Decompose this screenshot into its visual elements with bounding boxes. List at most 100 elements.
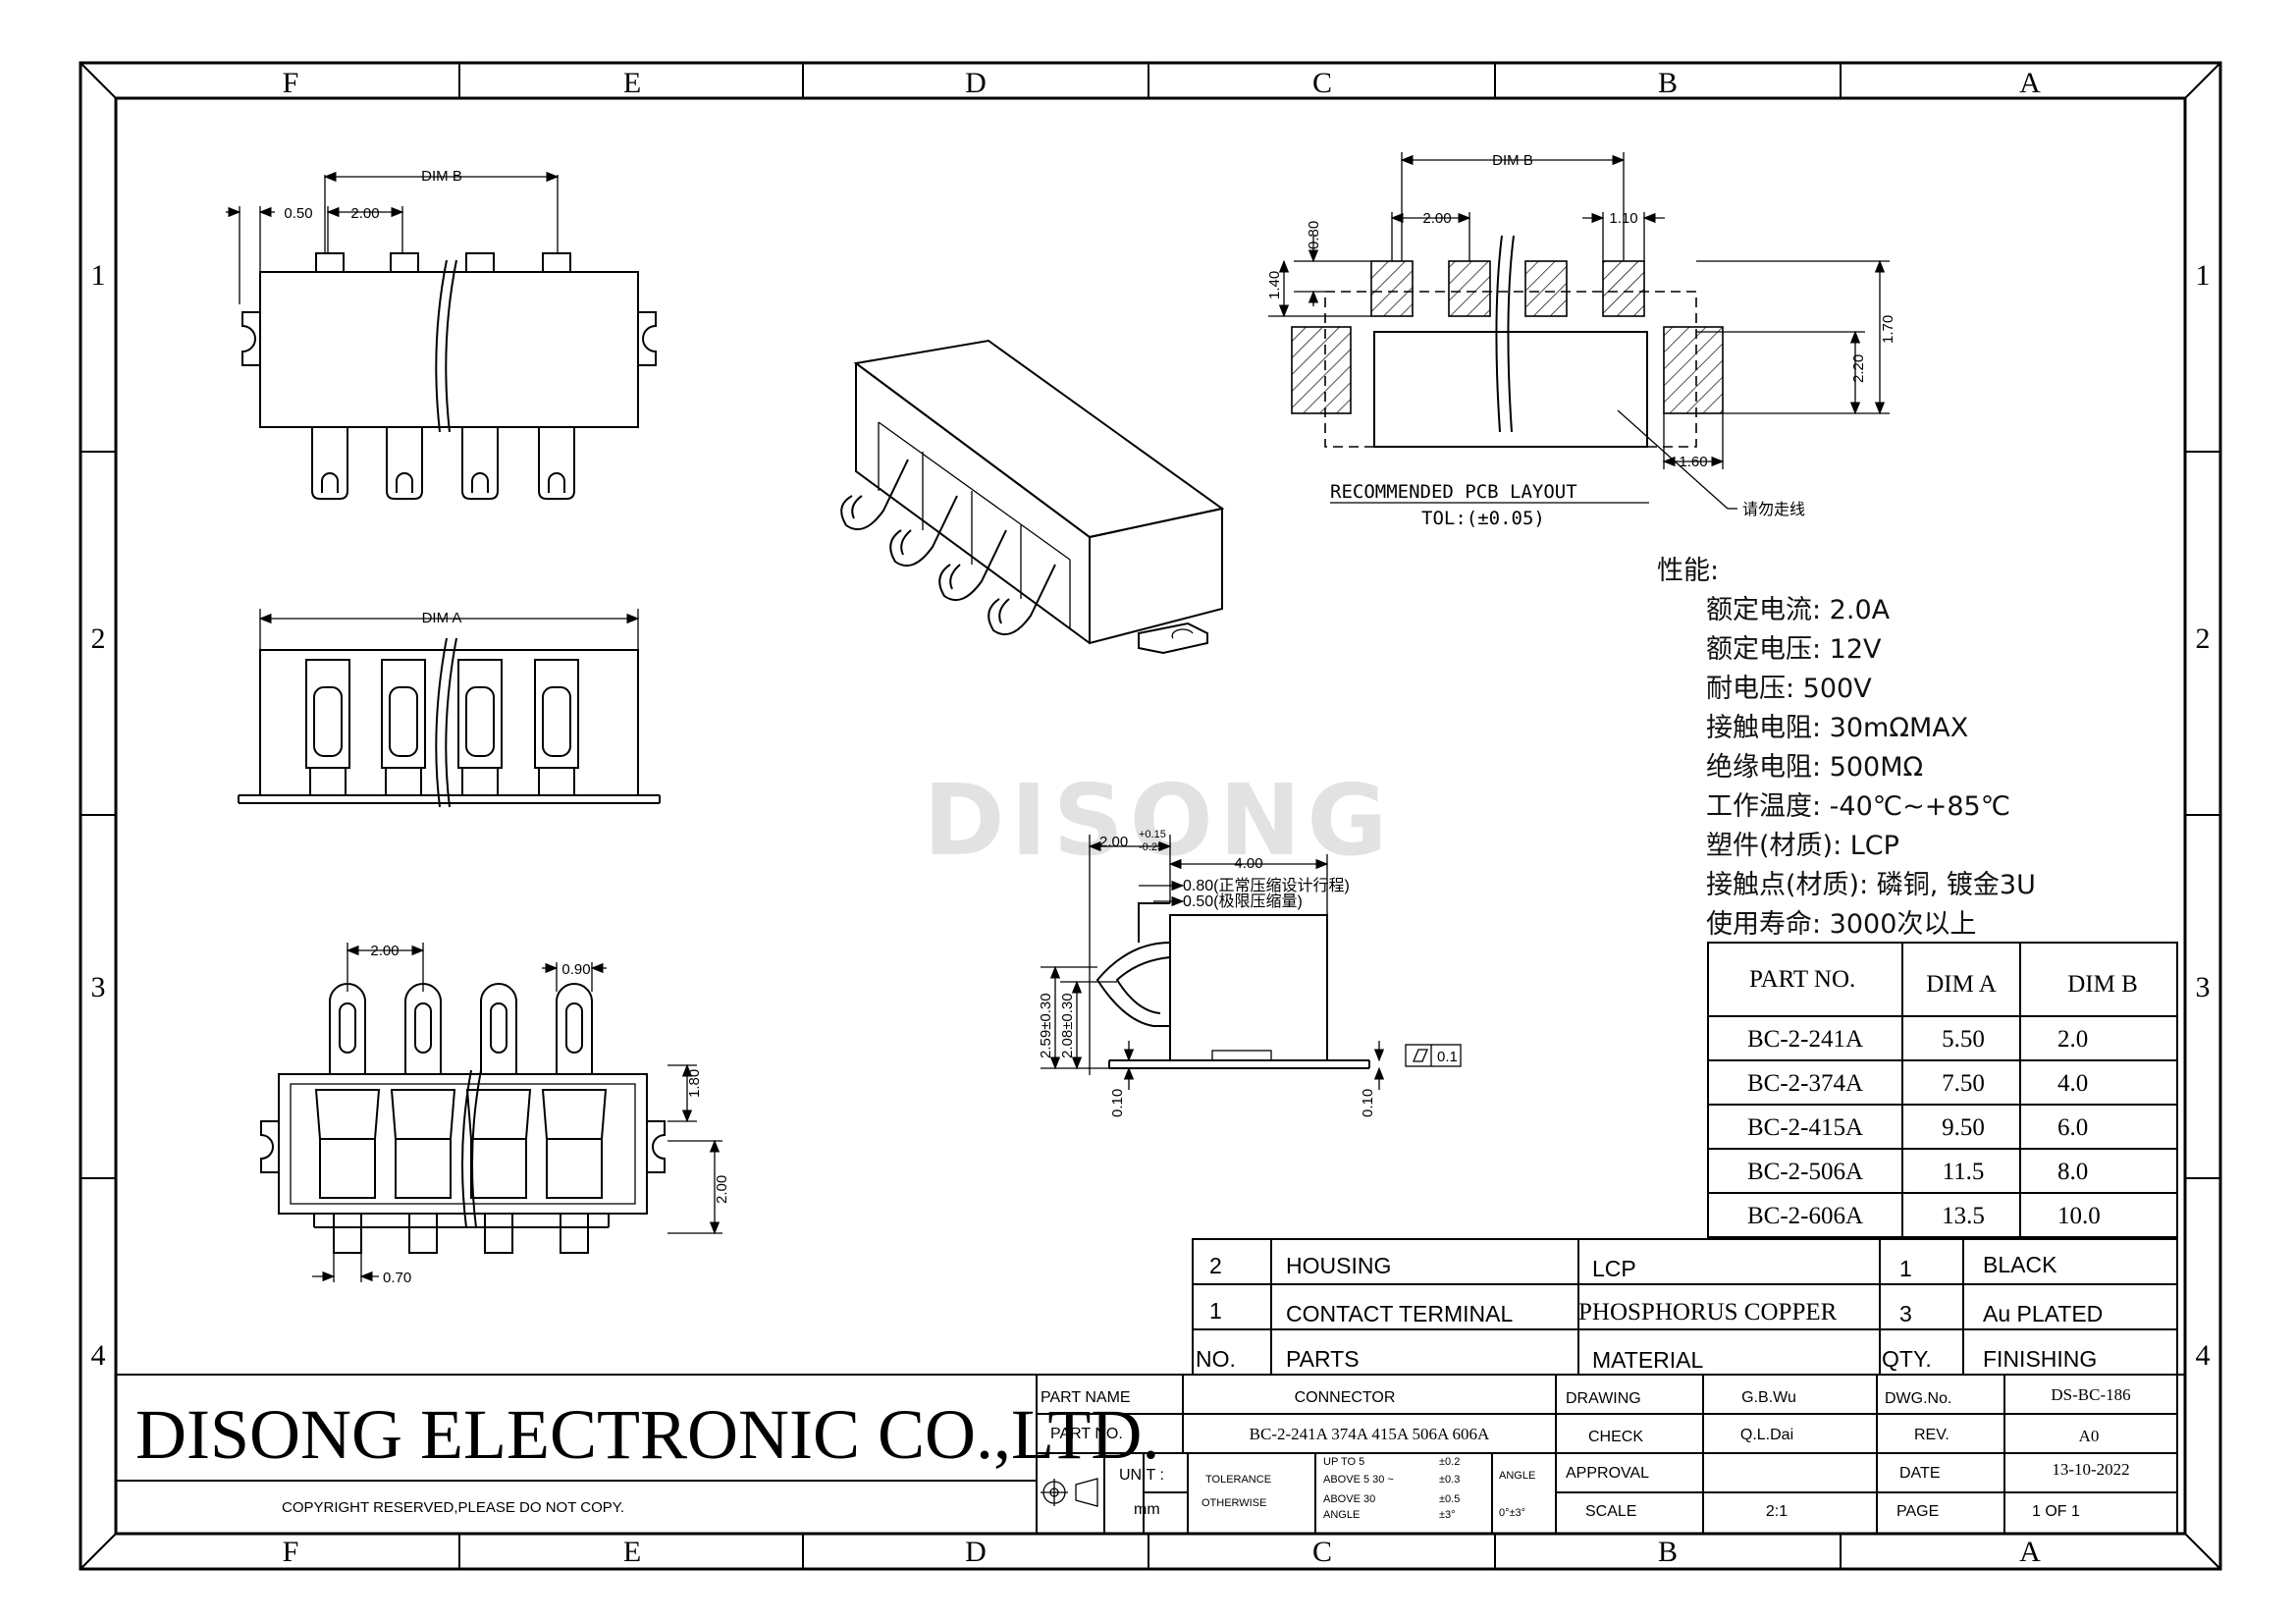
company-name: DISONG ELECTRONIC CO.,LTD. xyxy=(135,1395,1159,1474)
grid-row-2-right: 2 xyxy=(2196,622,2211,655)
table-cell: 3 xyxy=(1899,1301,1912,1326)
top-view-dim-200: 2.00 xyxy=(350,205,379,222)
bottom-view: 2.00 0.90 1.80 2.00 0.70 xyxy=(260,943,730,1286)
top-view-dim-050: 0.50 xyxy=(284,205,312,222)
table-cell: 1 xyxy=(1209,1298,1222,1324)
pcb-dim-160: 1.60 xyxy=(1679,454,1707,470)
spec-housing-material: 塑件(材质): LCP xyxy=(1706,831,1899,861)
copyright-notice: COPYRIGHT RESERVED,PLEASE DO NOT COPY. xyxy=(282,1499,624,1516)
table-cell: HOUSING xyxy=(1286,1253,1391,1278)
rev-value: A0 xyxy=(2079,1427,2100,1445)
table-row: BC-2-606A 13.5 10.0 xyxy=(1747,1203,2101,1229)
grid-row-1-left: 1 xyxy=(91,259,106,292)
grid-col-b-top: B xyxy=(1658,67,1678,99)
page-label: PAGE xyxy=(1896,1503,1939,1520)
table-cell: 1 xyxy=(1899,1256,1912,1281)
pcb-layout-title: RECOMMENDED PCB LAYOUT xyxy=(1330,481,1577,503)
tolerance-range: ANGLE xyxy=(1323,1509,1360,1521)
pcb-dim-b: DIM B xyxy=(1492,152,1533,169)
bom-header-qty: QTY. xyxy=(1882,1346,1932,1372)
grid-row-3-left: 3 xyxy=(91,971,106,1003)
spec-withstand-voltage: 耐电压: 500V xyxy=(1706,674,1872,704)
bottom-view-dim-200-v: 2.00 xyxy=(714,1175,730,1204)
top-view-dim-b: DIM B xyxy=(421,168,462,185)
top-view: DIM B 0.50 2.00 xyxy=(226,168,657,500)
pcb-layout-tolerance: TOL:(±0.05) xyxy=(1421,508,1545,529)
bom-header-no: NO. xyxy=(1196,1346,1236,1372)
table-cell: BC-2-241A xyxy=(1747,1026,1863,1053)
drawing-label: DRAWING xyxy=(1566,1390,1641,1407)
side-view-dim-200-tol-minus: -0.25 xyxy=(1139,841,1163,853)
bottom-view-dim-070: 0.70 xyxy=(383,1270,411,1286)
table-row: BC-2-374A 7.50 4.0 xyxy=(1747,1070,2088,1097)
table-cell: 11.5 xyxy=(1943,1159,1985,1185)
grid-col-b-bottom: B xyxy=(1658,1536,1678,1568)
pcb-dim-140: 1.40 xyxy=(1266,271,1283,299)
dim-table: PART NO. DIM A DIM B BC-2-241A 5.50 2.0 … xyxy=(1707,942,2178,1238)
table-cell: PHOSPHORUS COPPER xyxy=(1578,1299,1838,1325)
table-cell: LCP xyxy=(1592,1256,1636,1281)
table-cell: 2.0 xyxy=(2057,1026,2088,1053)
drawing-value: G.B.Wu xyxy=(1741,1389,1796,1406)
rev-label: REV. xyxy=(1914,1427,1949,1443)
angle-value: 0°±3° xyxy=(1499,1507,1525,1519)
grid-col-e-top: E xyxy=(623,67,641,99)
pcb-layout-view: DIM B 2.00 1.10 0.80 1.40 1.70 2.20 1.60… xyxy=(1266,152,1896,529)
table-row: BC-2-415A 9.50 6.0 xyxy=(1747,1114,2088,1141)
table-row: 1 CONTACT TERMINAL PHOSPHORUS COPPER 3 A… xyxy=(1209,1298,2103,1326)
part-no-value: BC-2-241A 374A 415A 506A 606A xyxy=(1250,1425,1490,1443)
date-value: 13-10-2022 xyxy=(2052,1460,2129,1479)
table-cell: 6.0 xyxy=(2057,1114,2088,1141)
spec-rated-voltage: 额定电压: 12V xyxy=(1706,634,1882,665)
angle-label: ANGLE xyxy=(1499,1470,1535,1482)
table-row: 2 HOUSING LCP 1 BLACK xyxy=(1209,1252,2057,1281)
table-cell: BC-2-374A xyxy=(1747,1070,1863,1097)
table-cell: BLACK xyxy=(1983,1252,2057,1277)
isometric-view xyxy=(840,339,1225,655)
table-cell: BC-2-415A xyxy=(1747,1114,1863,1141)
table-cell: BC-2-606A xyxy=(1747,1203,1863,1229)
grid-row-4-left: 4 xyxy=(91,1339,106,1372)
front-view-dim-a: DIM A xyxy=(422,610,462,626)
projection-symbol xyxy=(1041,1478,1098,1507)
pcb-dim-080: 0.80 xyxy=(1306,221,1322,249)
front-view: DIM A xyxy=(238,609,661,808)
table-cell: CONTACT TERMINAL xyxy=(1286,1301,1514,1326)
side-view-dim-080: 0.80(正常压缩设计行程) xyxy=(1183,877,1350,894)
grid-col-e-bottom: E xyxy=(623,1536,641,1568)
dim-table-header-dimb: DIM B xyxy=(2067,971,2138,998)
spec-title: 性能: xyxy=(1657,556,1719,586)
tolerance-label: TOLERANCE xyxy=(1205,1474,1271,1486)
title-block: DISONG ELECTRONIC CO.,LTD. COPYRIGHT RES… xyxy=(116,1374,2185,1534)
check-label: CHECK xyxy=(1588,1429,1643,1445)
table-row: BC-2-506A 11.5 8.0 xyxy=(1747,1159,2088,1185)
side-view-flatness: 0.1 xyxy=(1437,1049,1458,1065)
tolerance-range: ABOVE 5 30 ~ xyxy=(1323,1474,1394,1486)
dim-table-header-dima: DIM A xyxy=(1926,971,1997,998)
side-view-dim-010-right: 0.10 xyxy=(1360,1089,1376,1117)
sheet-frame: F E D C B A F E D C B A 1 2 3 4 1 2 3 4 xyxy=(79,61,2222,1571)
side-view-dim-259: 2.59±0.30 xyxy=(1038,993,1054,1058)
grid-col-d-bottom: D xyxy=(965,1536,987,1568)
bom-header-parts: PARTS xyxy=(1286,1346,1360,1372)
part-name-value: CONNECTOR xyxy=(1295,1389,1396,1406)
spec-rated-current: 额定电流: 2.0A xyxy=(1706,595,1891,625)
bottom-view-dim-180: 1.80 xyxy=(686,1069,703,1098)
pcb-dim-170: 1.70 xyxy=(1880,315,1896,344)
tolerance-range: ABOVE 30 xyxy=(1323,1493,1375,1505)
bom-header-finishing: FINISHING xyxy=(1983,1346,2097,1372)
table-cell: Au PLATED xyxy=(1983,1301,2103,1326)
date-label: DATE xyxy=(1899,1465,1940,1482)
table-cell: 13.5 xyxy=(1942,1203,1985,1229)
grid-col-c-top: C xyxy=(1312,67,1332,99)
side-view-dim-400: 4.00 xyxy=(1234,855,1262,872)
check-value: Q.L.Dai xyxy=(1740,1427,1793,1443)
side-view-dim-200: 2.00 xyxy=(1099,834,1128,850)
grid-col-c-bottom: C xyxy=(1312,1536,1332,1568)
unit-label: UNIT : xyxy=(1119,1467,1164,1484)
table-row: BC-2-241A 5.50 2.0 xyxy=(1747,1026,2088,1053)
side-view: 2.00 +0.15 -0.25 4.00 0.80(正常压缩设计行程) 0.5… xyxy=(1038,829,1462,1117)
grid-col-d-top: D xyxy=(965,67,987,99)
dwg-no-label: DWG.No. xyxy=(1885,1390,1951,1407)
tolerance-otherwise: OTHERWISE xyxy=(1201,1497,1266,1509)
